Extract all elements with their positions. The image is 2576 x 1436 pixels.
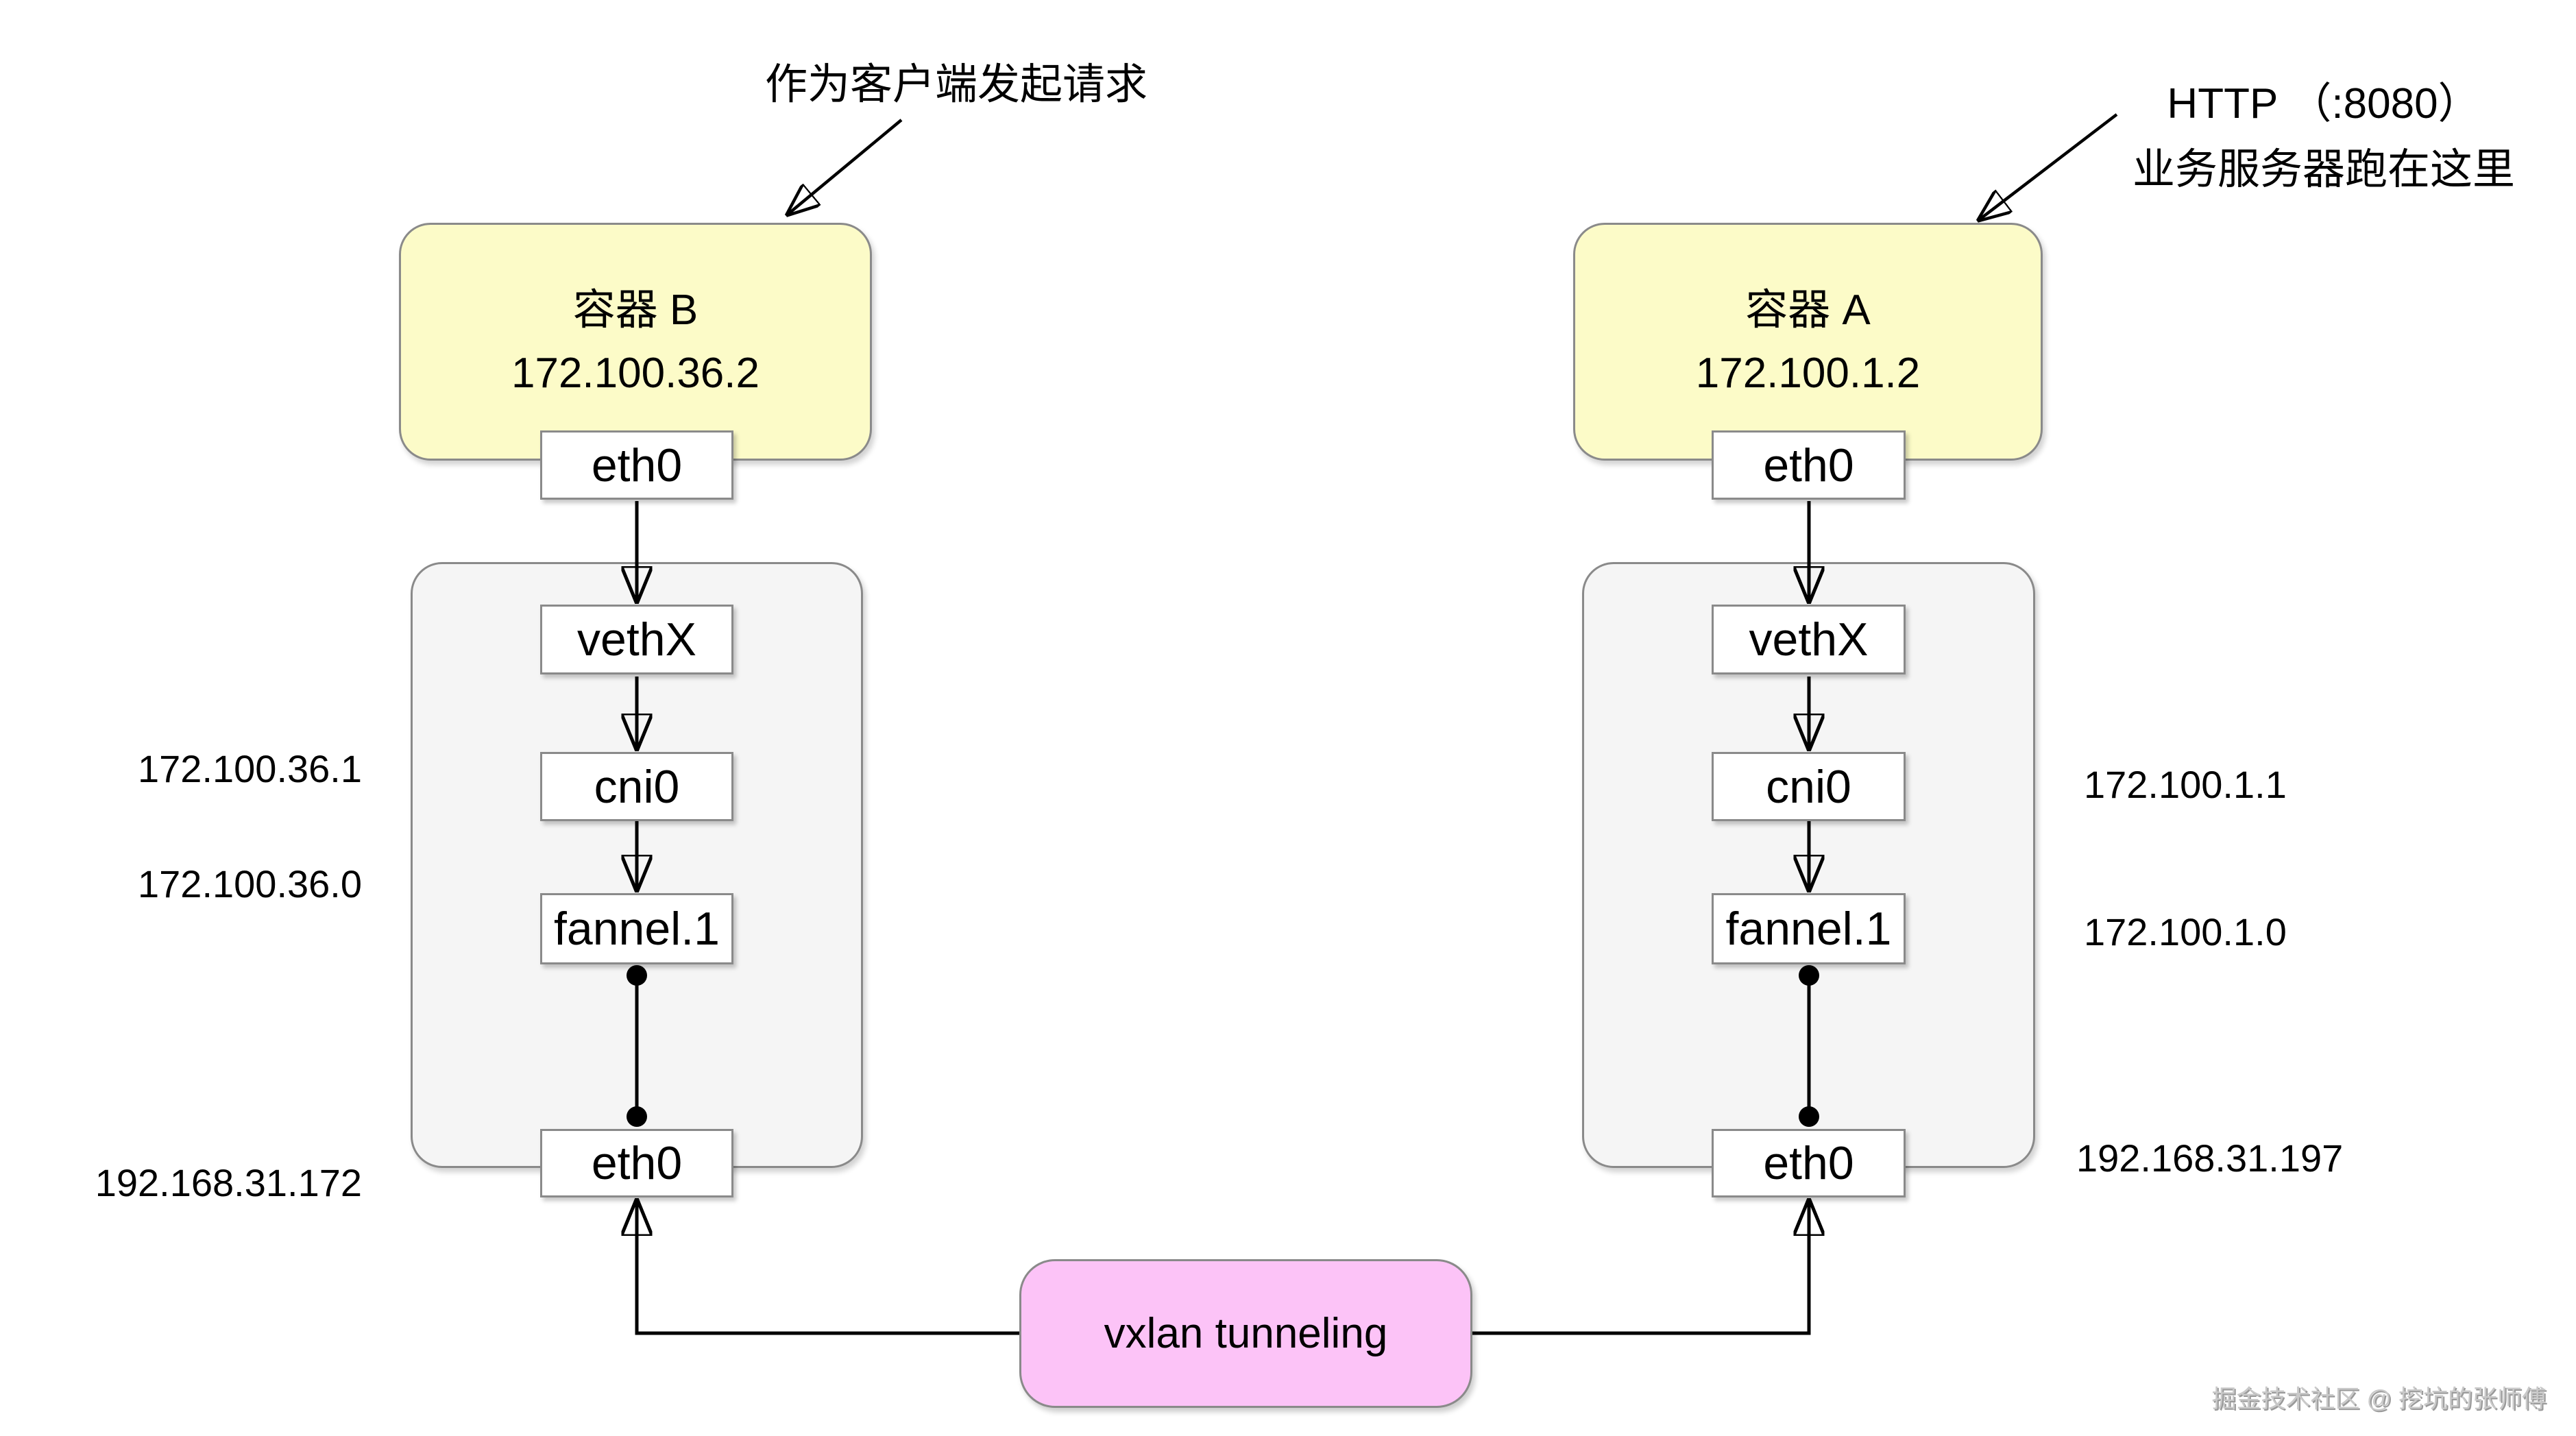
server-annotation-line1: HTTP （:8080） [2167, 80, 2481, 127]
host-a-vethx-label: vethX [1749, 613, 1869, 666]
host-b-eth0-box: eth0 [540, 1129, 733, 1197]
host-b-fannel-box: fannel.1 [540, 893, 733, 964]
ip-label-a-host: 192.168.31.197 [2076, 1136, 2344, 1180]
host-b-cni0-box: cni0 [540, 752, 733, 821]
arrow-client-annotation [788, 119, 903, 214]
host-a-eth0-box: eth0 [1712, 1129, 1906, 1197]
host-a-vethx-box: vethX [1712, 605, 1906, 674]
endpoint-dot [1799, 965, 1819, 986]
container-b-box: 容器 B 172.100.36.2 [399, 223, 872, 461]
host-a-cni0-box: cni0 [1712, 752, 1906, 821]
container-a-eth0-label: eth0 [1763, 439, 1854, 491]
host-b-fannel-label: fannel.1 [554, 903, 720, 955]
host-b-cni0-label: cni0 [594, 760, 680, 813]
client-annotation-text: 作为客户端发起请求 [764, 61, 1147, 108]
container-b-ip: 172.100.36.2 [511, 349, 760, 397]
host-a-fannel-label: fannel.1 [1725, 903, 1892, 955]
endpoint-dot [1799, 1106, 1819, 1127]
ip-label-b-fannel: 172.100.36.0 [138, 862, 362, 905]
host-b-vethx-label: vethX [577, 613, 696, 666]
vxlan-tunnel-box: vxlan tunneling [1019, 1259, 1472, 1408]
endpoint-dot [627, 1106, 647, 1127]
server-annotation-line2: 业务服务器跑在这里 [2132, 146, 2515, 193]
arrow-tunnel-to-a-eth0 [1472, 1202, 1809, 1335]
watermark-text: 掘金技术社区 @ 挖坑的张师傅 [2211, 1385, 2547, 1413]
vxlan-tunnel-label: vxlan tunneling [1104, 1310, 1388, 1357]
container-b-eth0-box: eth0 [540, 430, 733, 500]
ip-label-b-host: 192.168.31.172 [95, 1161, 362, 1204]
endpoint-dot [627, 965, 647, 986]
ip-label-b-cni0: 172.100.36.1 [138, 747, 362, 790]
host-b-eth0-label: eth0 [591, 1137, 683, 1189]
host-a-eth0-label: eth0 [1763, 1137, 1854, 1189]
container-b-eth0-label: eth0 [591, 439, 683, 491]
arrow-server-annotation [1980, 113, 2118, 219]
server-annotation-text: HTTP （:8080） 业务服务器跑在这里 [2084, 71, 2564, 203]
host-a-fannel-box: fannel.1 [1712, 893, 1906, 964]
container-b-title: 容器 B [572, 286, 698, 334]
arrow-tunnel-to-b-eth0 [637, 1202, 1019, 1335]
host-b-vethx-box: vethX [540, 605, 733, 674]
container-a-eth0-box: eth0 [1712, 430, 1906, 500]
ip-label-a-cni0: 172.100.1.1 [2084, 763, 2287, 806]
container-a-box: 容器 A 172.100.1.2 [1573, 223, 2043, 461]
host-a-cni0-label: cni0 [1766, 760, 1851, 813]
container-a-ip: 172.100.1.2 [1695, 349, 1921, 397]
ip-label-a-fannel: 172.100.1.0 [2084, 910, 2287, 953]
container-a-title: 容器 A [1745, 286, 1871, 334]
